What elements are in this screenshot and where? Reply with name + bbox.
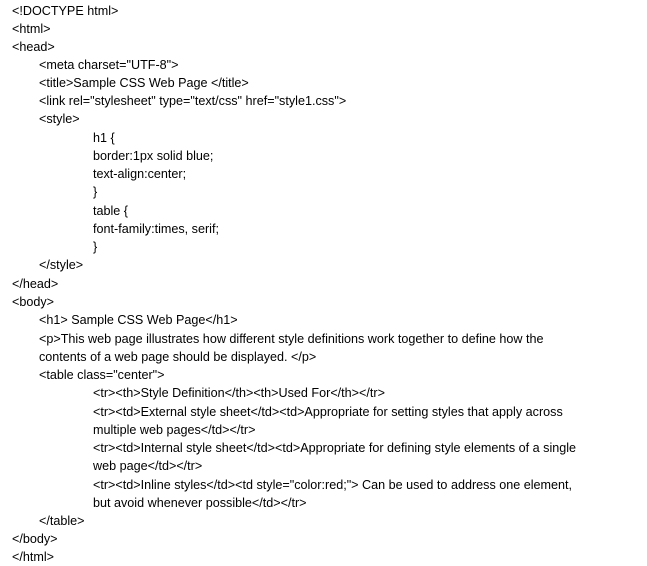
code-line: <tr><td>Internal style sheet</td><td>App… bbox=[93, 441, 577, 455]
code-line: <meta charset="UTF-8"> bbox=[39, 58, 179, 72]
code-line: <p>This web page illustrates how differe… bbox=[39, 332, 544, 346]
code-line: web page</td></tr> bbox=[93, 459, 203, 473]
code-line: font-family:times, serif; bbox=[93, 222, 219, 236]
code-line: <html> bbox=[12, 22, 51, 36]
code-line: table { bbox=[93, 204, 129, 218]
code-line: } bbox=[93, 240, 98, 254]
code-line: text-align:center; bbox=[93, 167, 187, 181]
code-line: </body> bbox=[12, 532, 58, 546]
code-line: </html> bbox=[12, 550, 54, 564]
code-line: <style> bbox=[39, 112, 80, 126]
code-line: <tr><td>External style sheet</td><td>App… bbox=[93, 405, 563, 419]
code-line: <body> bbox=[12, 295, 55, 309]
code-line: but avoid whenever possible</td></tr> bbox=[93, 496, 307, 510]
code-line: <tr><th>Style Definition</th><th>Used Fo… bbox=[93, 386, 385, 400]
code-line: </table> bbox=[39, 514, 85, 528]
code-line: <table class="center"> bbox=[39, 368, 165, 382]
code-line: contents of a web page should be display… bbox=[39, 350, 317, 364]
code-line: } bbox=[93, 185, 98, 199]
code-line: <h1> Sample CSS Web Page</h1> bbox=[39, 313, 238, 327]
code-line: <title>Sample CSS Web Page </title> bbox=[39, 76, 249, 90]
code-line: </style> bbox=[39, 258, 84, 272]
code-line: multiple web pages</td></tr> bbox=[93, 423, 256, 437]
code-line: </head> bbox=[12, 277, 59, 291]
code-line: border:1px solid blue; bbox=[93, 149, 214, 163]
code-line: <tr><td>Inline styles</td><td style="col… bbox=[93, 478, 573, 492]
code-line: <!DOCTYPE html> bbox=[12, 4, 119, 18]
code-line: <link rel="stylesheet" type="text/css" h… bbox=[39, 94, 347, 108]
code-line: h1 { bbox=[93, 131, 115, 145]
code-line: <head> bbox=[12, 40, 55, 54]
